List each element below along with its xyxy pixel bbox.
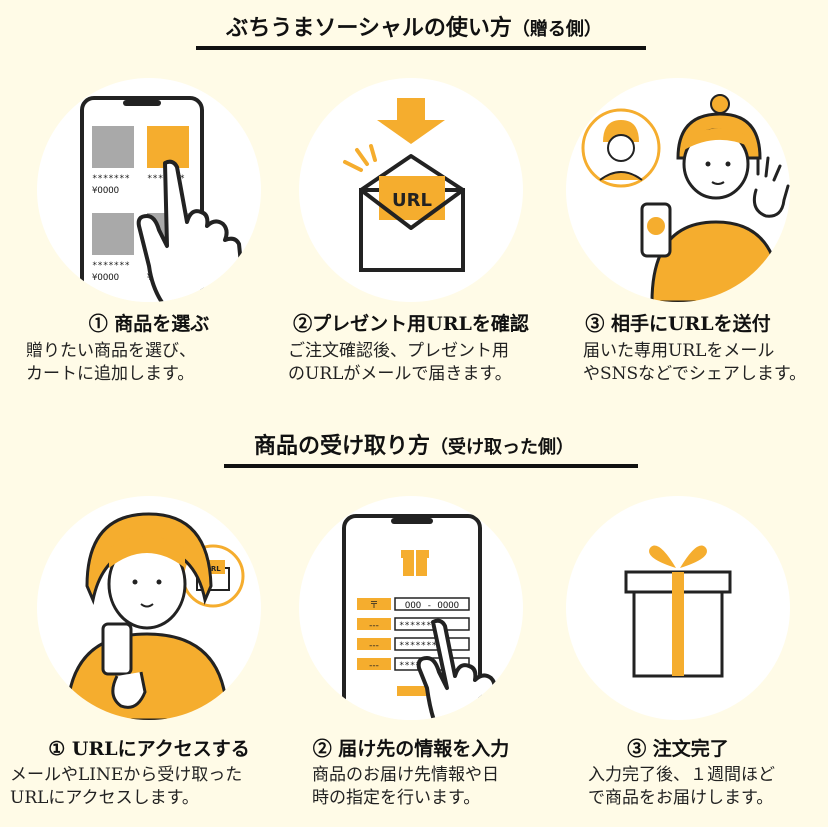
send-title-underline	[196, 46, 646, 50]
receive-step-1-title: ① URLにアクセスする	[48, 738, 250, 760]
receive-title-underline	[224, 464, 638, 468]
svg-text:---: ---	[369, 641, 379, 651]
svg-text:---: ---	[369, 661, 379, 671]
form-zip-value: OOO - OOOO	[405, 601, 459, 611]
envelope-url-label: URL	[392, 190, 432, 211]
send-title-sub: （贈る側）	[511, 19, 602, 40]
send-section-title: ぶちうまソーシャルの使い方（贈る側）	[0, 10, 828, 42]
receive-step-3-title: ③ 注文完了	[627, 738, 729, 760]
step-confirm-url-illustration: URL	[299, 78, 523, 302]
send-step-1-desc: 贈りたい商品を選び、 カートに追加します。	[26, 341, 196, 384]
step-select-product-illustration: ******* ¥OOOO ******* ******* ¥OOOO ****…	[37, 78, 261, 302]
receive-step-1-desc: メールやLINEから受け取った URLにアクセスします。	[10, 765, 243, 808]
receive-section-title: 商品の受け取り方（受け取った側）	[0, 428, 828, 460]
svg-text:*******: *******	[92, 261, 130, 271]
send-step-2-desc: ご注文確認後、プレゼント用 のURLがメールで届きます。	[288, 341, 512, 384]
receive-step-2-title: ② 届け先の情報を入力	[312, 738, 510, 760]
step-order-complete-illustration	[566, 496, 790, 720]
step-access-url-illustration: URL	[37, 496, 261, 720]
form-zip-label: 〒	[369, 601, 378, 611]
send-title-text: ぶちうまソーシャルの使い方	[226, 15, 512, 41]
receive-step-2-desc: 商品のお届け先情報や日 時の指定を行います。	[312, 765, 499, 808]
product-price-text: ¥OOOO	[92, 186, 119, 196]
product-placeholder-text: *******	[92, 174, 130, 184]
svg-text:¥OOOO: ¥OOOO	[92, 273, 119, 283]
receive-title-sub: （受け取った側）	[430, 437, 574, 458]
receive-step-3-desc: 入力完了後、１週間ほど で商品をお届けします。	[588, 765, 775, 808]
svg-text:*******: *******	[399, 621, 437, 631]
svg-text:URL: URL	[205, 565, 221, 573]
send-step-1-title: ① 商品を選ぶ	[88, 313, 210, 335]
step-enter-info-illustration: 〒 OOO - OOOO --- ******* --- ******* ---…	[299, 496, 523, 720]
send-step-2-title: ②プレゼント用URLを確認	[293, 313, 529, 335]
svg-text:---: ---	[369, 621, 379, 631]
send-step-3-desc: 届いた専用URLをメール やSNSなどでシェアします。	[583, 341, 807, 384]
step-send-url-illustration	[566, 78, 790, 302]
receive-title-text: 商品の受け取り方	[253, 433, 430, 459]
send-step-3-title: ③ 相手にURLを送付	[585, 313, 771, 335]
svg-text:*******: *******	[399, 641, 437, 651]
